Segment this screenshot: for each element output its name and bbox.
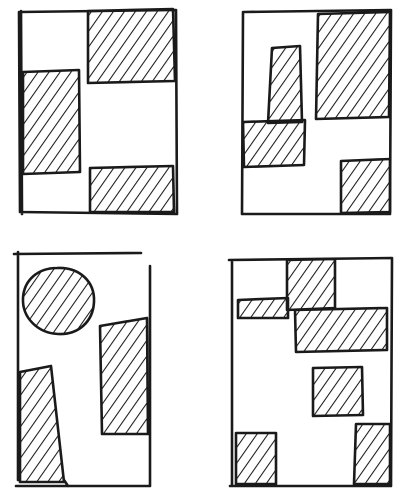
block-tall-right — [316, 12, 390, 119]
block-bottom-left — [236, 433, 276, 484]
block-right-bar — [295, 308, 387, 352]
block-middle-left — [23, 70, 80, 174]
block-top-center — [287, 259, 335, 310]
block-center — [313, 367, 363, 416]
sketch-bottom-left — [14, 252, 150, 486]
block-top-right — [88, 9, 175, 83]
sketch-top-right — [242, 10, 391, 214]
block-bottom-right — [341, 159, 390, 213]
circle-top-left — [23, 268, 94, 334]
block-left-strip — [238, 298, 288, 318]
block-bottom-right — [90, 166, 174, 212]
sketch-bottom-right — [229, 258, 392, 486]
sketch-top-left — [19, 9, 177, 214]
block-tall-center — [268, 46, 302, 123]
block-mid-left — [243, 120, 305, 167]
block-right — [100, 318, 148, 434]
block-bottom-right — [354, 424, 390, 484]
block-bottom-left — [20, 366, 64, 482]
